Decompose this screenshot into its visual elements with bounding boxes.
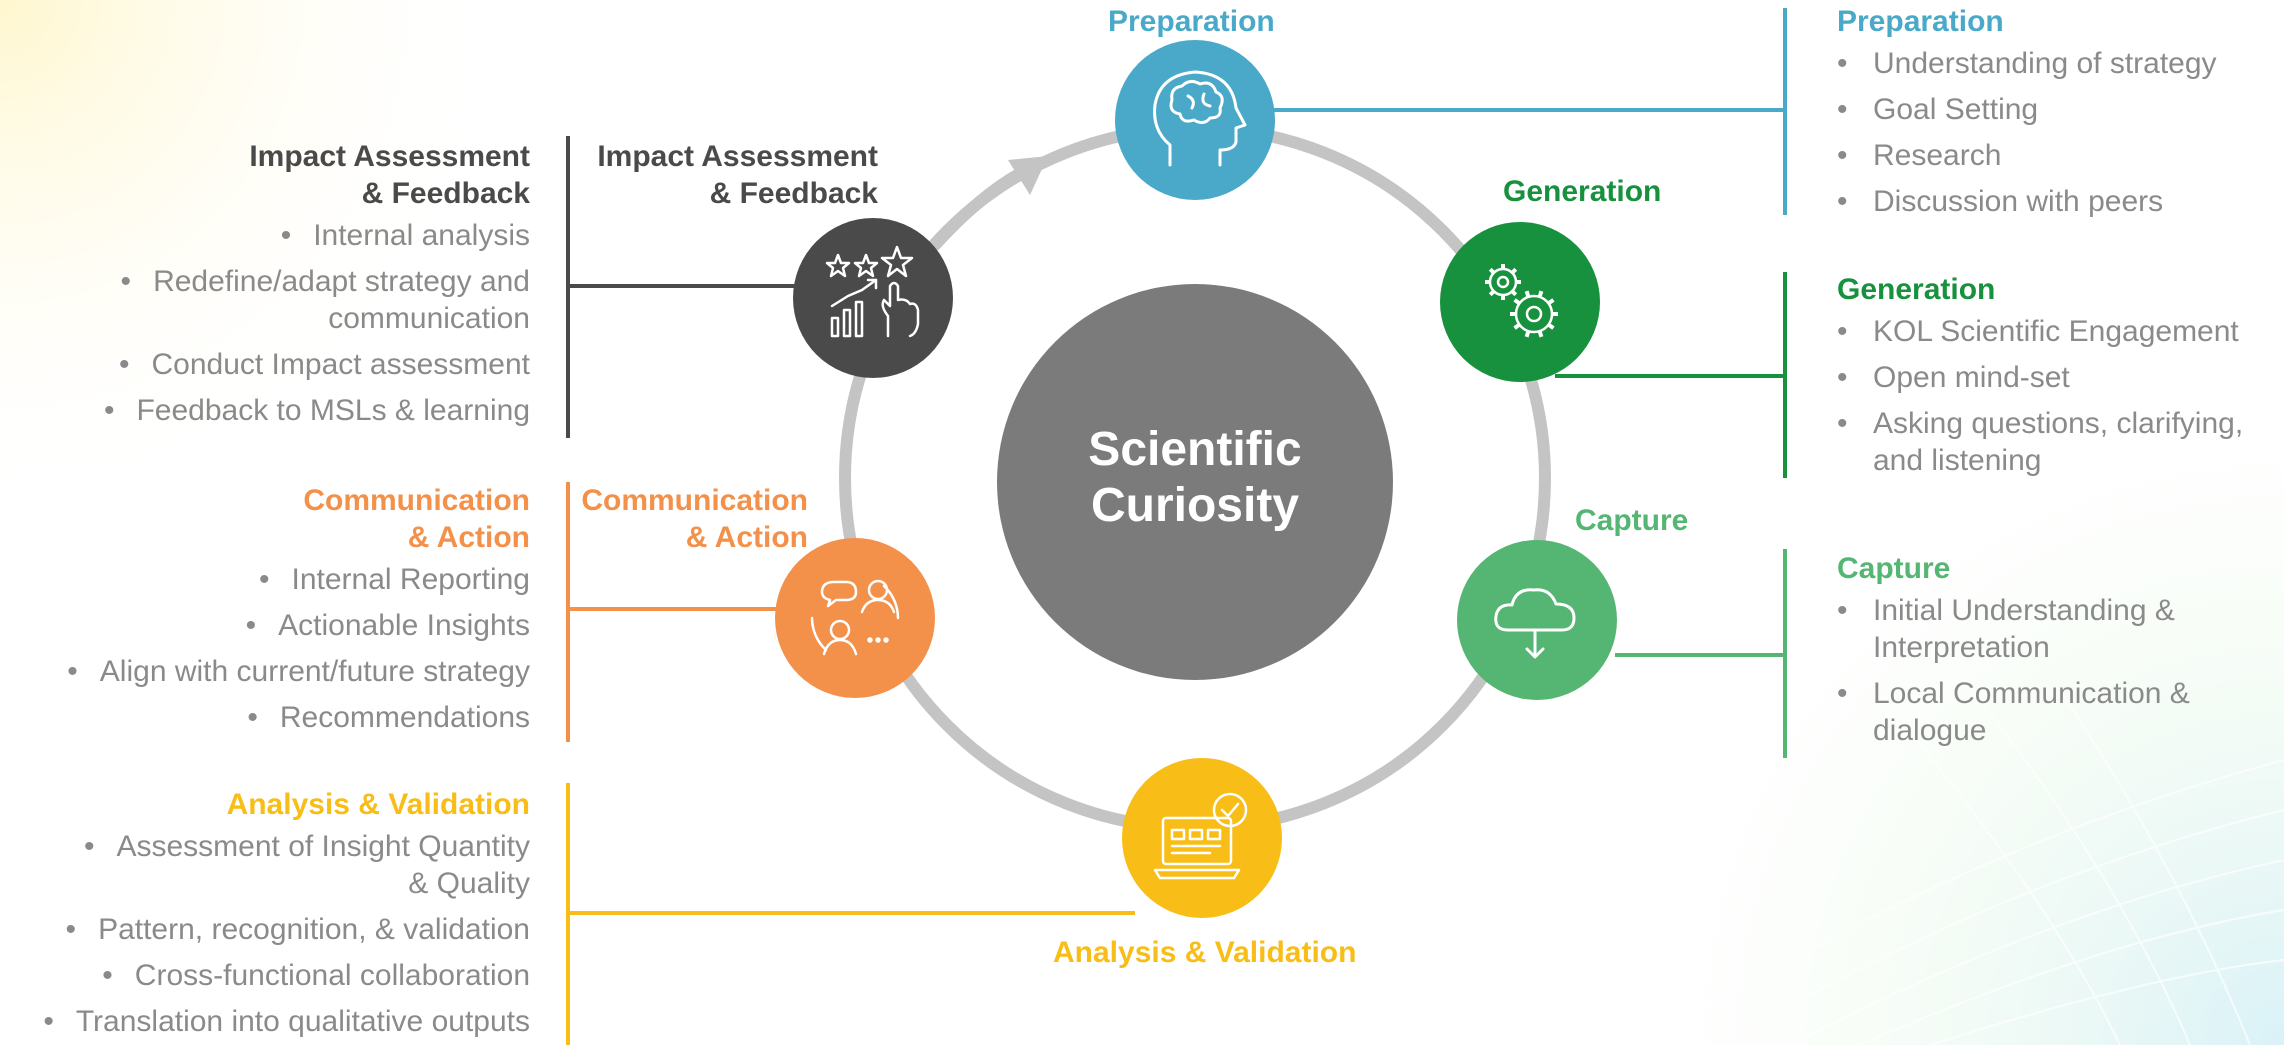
- panel-preparation-list: •Understanding of strategy •Goal Setting…: [1837, 45, 2277, 220]
- stage-label-analysis: Analysis & Validation: [1053, 936, 1357, 969]
- list-item: •Cross-functional collaboration: [102, 959, 530, 992]
- center-circle: [997, 284, 1393, 680]
- list-item: •KOL Scientific Engagement: [1837, 315, 2239, 348]
- background-mesh: [1649, 689, 2284, 1045]
- laptop-check-icon: [1153, 792, 1248, 880]
- list-item: •Assessment of Insight Quantity: [83, 830, 530, 863]
- communication-node[interactable]: [775, 538, 935, 698]
- list-item: communication: [328, 302, 530, 335]
- list-item: •Local Communication &: [1837, 677, 2190, 710]
- head-brain-icon: [1153, 70, 1247, 167]
- panel-preparation-title: Preparation: [1837, 5, 2004, 38]
- list-item: Interpretation: [1873, 631, 2050, 664]
- list-item: •Goal Setting: [1837, 93, 2039, 126]
- communication-connector: [566, 482, 780, 742]
- list-item: •Pattern, recognition, & validation: [65, 913, 530, 946]
- list-item: •Understanding of strategy: [1837, 47, 2217, 80]
- list-item: •Research: [1837, 139, 2002, 172]
- panel-capture-list: •Initial Understanding & Interpretation …: [1837, 592, 2277, 749]
- list-item: •Redefine/adapt strategy and: [120, 265, 530, 298]
- gears-icon: [1485, 264, 1558, 338]
- stage-label-preparation: Preparation: [1108, 5, 1275, 38]
- list-item: •Initial Understanding &: [1837, 594, 2175, 627]
- list-item: dialogue: [1873, 714, 1987, 747]
- panel-preparation: Preparation •Understanding of strategy •…: [1837, 3, 2277, 220]
- panel-analysis: Analysis & Validation •Assessment of Ins…: [0, 786, 530, 1040]
- preparation-connector: [1270, 8, 1787, 215]
- panel-communication: Communication & Action •Internal Reporti…: [10, 482, 530, 736]
- list-item: •Internal analysis: [280, 219, 530, 252]
- panel-generation-title: Generation: [1837, 273, 1996, 306]
- list-item: •Recommendations: [247, 701, 530, 734]
- cycle-arrowhead: [1008, 156, 1048, 195]
- panel-analysis-title: Analysis & Validation: [226, 788, 530, 821]
- stage-label-capture: Capture: [1575, 504, 1689, 537]
- panel-impact-title: Impact Assessment & Feedback: [249, 140, 530, 210]
- impact-node[interactable]: [793, 218, 953, 378]
- list-item: •Feedback to MSLs & learning: [103, 394, 530, 427]
- list-item: •Actionable Insights: [245, 609, 530, 642]
- list-item: •Asking questions, clarifying,: [1837, 407, 2244, 440]
- panel-generation-list: •KOL Scientific Engagement •Open mind-se…: [1837, 313, 2282, 479]
- list-item: •Internal Reporting: [259, 563, 530, 596]
- cloud-download-icon: [1494, 588, 1576, 659]
- panel-communication-title: Communication & Action: [303, 484, 530, 554]
- center-title: Scientific Curiosity: [1088, 423, 1302, 532]
- panel-impact-list: •Internal analysis •Redefine/adapt strat…: [10, 217, 530, 429]
- panel-generation: Generation •KOL Scientific Engagement •O…: [1837, 271, 2282, 479]
- stage-label-generation: Generation: [1503, 175, 1662, 208]
- list-item: •Discussion with peers: [1837, 185, 2164, 218]
- list-item: •Open mind-set: [1837, 361, 2070, 394]
- cycle-arrow-line: [929, 162, 1036, 251]
- people-exchange-icon: [810, 579, 900, 656]
- panel-capture: Capture •Initial Understanding & Interpr…: [1837, 550, 2277, 749]
- panel-impact: Impact Assessment & Feedback •Internal a…: [10, 138, 530, 429]
- list-item: •Translation into qualitative outputs: [43, 1005, 530, 1038]
- panel-communication-list: •Internal Reporting •Actionable Insights…: [10, 561, 530, 736]
- analysis-node[interactable]: [1122, 758, 1282, 918]
- list-item: •Conduct Impact assessment: [118, 348, 530, 381]
- list-item: & Quality: [408, 867, 530, 900]
- stage-label-communication: Communication & Action: [581, 484, 808, 554]
- analysis-connector: [566, 783, 1135, 1045]
- list-item: •Align with current/future strategy: [67, 655, 530, 688]
- capture-connector: [1615, 549, 1787, 758]
- impact-connector: [566, 136, 800, 438]
- generation-connector: [1555, 272, 1787, 478]
- panel-analysis-list: •Assessment of Insight Quantity & Qualit…: [0, 828, 530, 1040]
- list-item: and listening: [1873, 444, 2042, 477]
- generation-node[interactable]: [1440, 222, 1600, 382]
- preparation-node[interactable]: [1115, 40, 1275, 200]
- capture-node[interactable]: [1457, 540, 1617, 700]
- panel-capture-title: Capture: [1837, 552, 1951, 585]
- stage-label-impact: Impact Assessment & Feedback: [597, 140, 878, 210]
- stars-growth-icon: [825, 245, 920, 338]
